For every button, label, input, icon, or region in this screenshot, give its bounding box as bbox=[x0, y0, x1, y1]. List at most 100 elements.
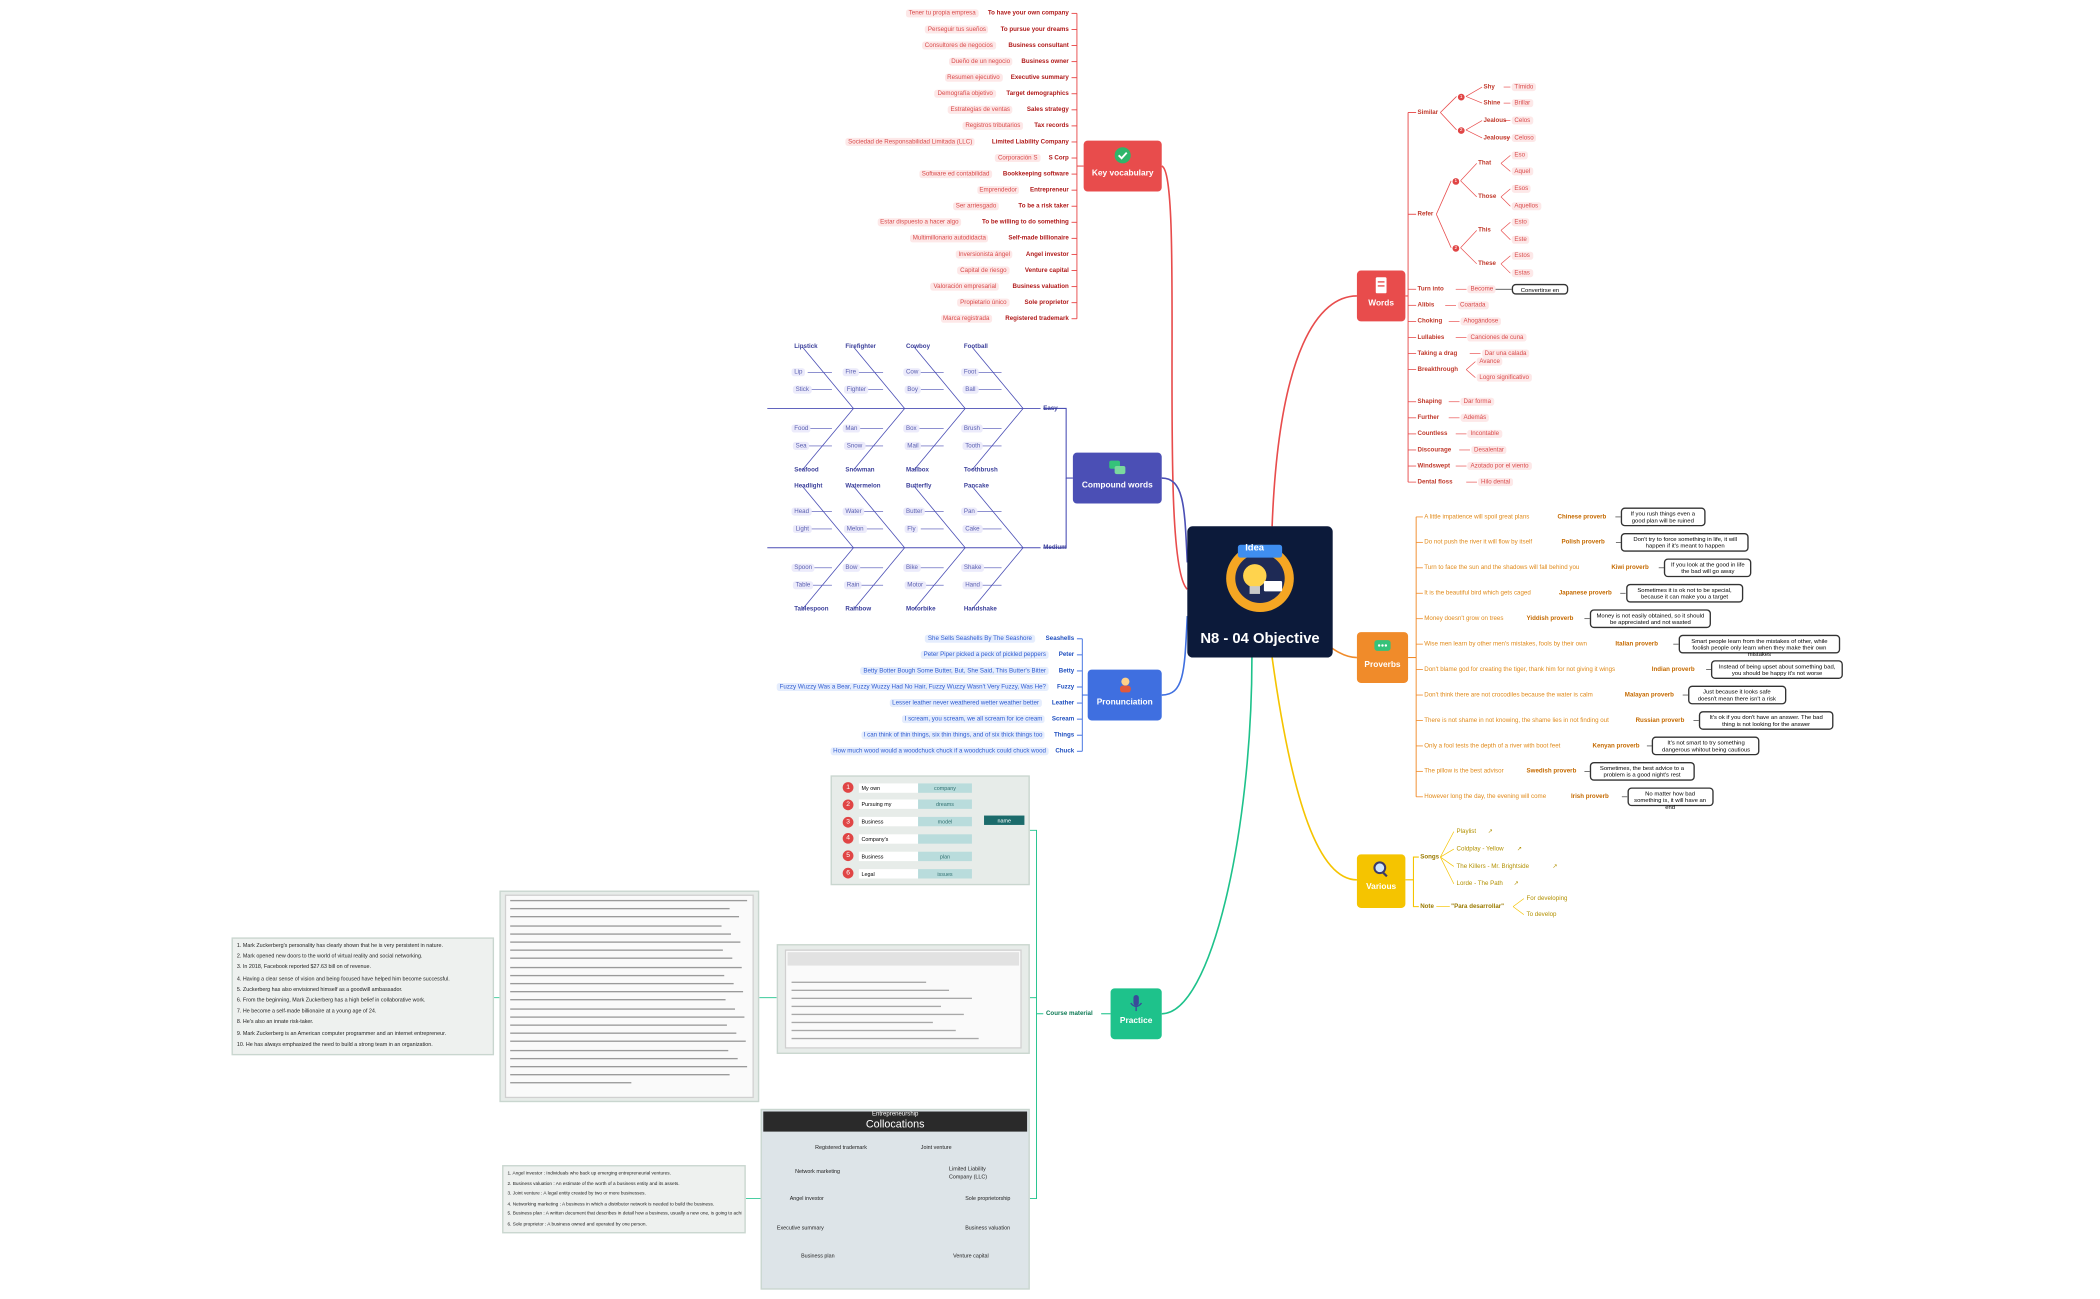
compound-word[interactable]: Headlight bbox=[794, 482, 823, 489]
word-term[interactable]: Jealousy bbox=[1483, 133, 1510, 141]
external-link-icon[interactable]: ↗ bbox=[1513, 879, 1519, 887]
compound-word[interactable]: Lipstick bbox=[794, 342, 818, 350]
tongue-twister-label[interactable]: Scream bbox=[1051, 715, 1075, 722]
word-term[interactable]: Shine bbox=[1483, 99, 1501, 106]
vocab-term[interactable]: Entrepreneur bbox=[1029, 186, 1069, 193]
word-term[interactable]: Shaping bbox=[1417, 397, 1442, 405]
vocab-term[interactable]: Sales strategy bbox=[1026, 105, 1069, 113]
compound-word[interactable]: Watermelon bbox=[845, 482, 881, 489]
proverb-meaning-box[interactable]: If you rush things even a good plan will… bbox=[1620, 507, 1705, 527]
tongue-twister-label[interactable]: Leather bbox=[1051, 699, 1075, 706]
vocab-term[interactable]: Venture capital bbox=[1024, 266, 1069, 274]
vocab-term[interactable]: Limited Liability Company bbox=[991, 137, 1069, 145]
external-link-icon[interactable]: ↗ bbox=[1552, 862, 1558, 870]
song-link[interactable]: The Killers - Mr. Brightside bbox=[1456, 862, 1530, 870]
match-right[interactable]: dreams bbox=[918, 799, 972, 810]
tongue-twister-label[interactable]: Fuzzy bbox=[1057, 682, 1075, 690]
match-right[interactable] bbox=[918, 834, 972, 844]
song-link[interactable]: Coldplay - Yellow bbox=[1456, 845, 1504, 852]
proverb-meaning-box[interactable]: Don't try to force something in life, it… bbox=[1621, 532, 1750, 552]
compound-words-node[interactable]: Compound words bbox=[1072, 452, 1162, 504]
proverb-meaning-box[interactable]: It's ok if you don't have an answer. The… bbox=[1698, 711, 1834, 730]
key-vocabulary-node[interactable]: Key vocabulary bbox=[1083, 140, 1162, 192]
match-right[interactable]: company bbox=[918, 782, 972, 793]
word-term[interactable]: These bbox=[1478, 259, 1496, 267]
proverb-meaning-box[interactable]: Smart people learn from the mistakes of … bbox=[1678, 634, 1841, 658]
similar-label[interactable]: Similar bbox=[1417, 108, 1439, 116]
compound-word[interactable]: Cowboy bbox=[905, 342, 931, 350]
proverb-origin[interactable]: Chinese proverb bbox=[1557, 512, 1607, 520]
vocab-term[interactable]: S Corp bbox=[1048, 154, 1069, 161]
word-note-box[interactable]: Convertirse en bbox=[1511, 283, 1569, 295]
vocab-term[interactable]: Bookkeeping software bbox=[1002, 170, 1069, 177]
vocab-term[interactable]: Business valuation bbox=[1012, 282, 1069, 290]
song-link[interactable]: Playlist bbox=[1456, 827, 1477, 835]
various-node[interactable]: Various bbox=[1356, 854, 1406, 908]
word-term[interactable]: Turn into bbox=[1417, 285, 1444, 292]
difficulty-medium[interactable]: Medium bbox=[1043, 543, 1067, 551]
pronunciation-node[interactable]: Pronunciation bbox=[1087, 669, 1162, 721]
tongue-twister-label[interactable]: Seashells bbox=[1045, 634, 1075, 642]
words-node[interactable]: Words bbox=[1356, 270, 1406, 322]
song-link[interactable]: Lorde - The Path bbox=[1456, 879, 1503, 887]
compound-word[interactable]: Tablespoon bbox=[794, 605, 829, 613]
songs-label[interactable]: Songs bbox=[1420, 853, 1440, 860]
vocab-term[interactable]: Business consultant bbox=[1008, 41, 1069, 49]
compound-word[interactable]: Handshake bbox=[963, 605, 997, 613]
vocab-term[interactable]: Business owner bbox=[1021, 57, 1069, 65]
word-term[interactable]: Shy bbox=[1483, 83, 1495, 90]
central-topic[interactable]: Idea N8 - 04 Objective bbox=[1187, 526, 1333, 658]
word-term[interactable]: Alibis bbox=[1417, 301, 1435, 309]
vocab-term[interactable]: Self-made billionaire bbox=[1008, 234, 1069, 242]
proverb-meaning-box[interactable]: It's not smart to try something dangerou… bbox=[1652, 736, 1760, 756]
proverb-origin[interactable]: Russian proverb bbox=[1635, 716, 1685, 724]
external-link-icon[interactable]: ↗ bbox=[1516, 845, 1523, 852]
word-term[interactable]: Dental floss bbox=[1417, 478, 1453, 485]
compound-word[interactable]: Football bbox=[963, 342, 988, 350]
compound-word[interactable]: Mailbox bbox=[905, 466, 929, 473]
tongue-twister-label[interactable]: Chuck bbox=[1055, 747, 1075, 754]
practice-node[interactable]: Practice bbox=[1110, 988, 1162, 1040]
proverb-origin[interactable]: Kiwi proverb bbox=[1611, 563, 1649, 571]
refer-label[interactable]: Refer bbox=[1417, 210, 1434, 217]
proverbs-node[interactable]: Proverbs bbox=[1356, 632, 1409, 683]
vocab-term[interactable]: Angel investor bbox=[1025, 250, 1069, 258]
vocab-term[interactable]: Registered trademark bbox=[1005, 314, 1069, 322]
word-term[interactable]: Countless bbox=[1417, 429, 1448, 437]
vocab-term[interactable]: Target demographics bbox=[1006, 89, 1069, 97]
proverb-meaning-box[interactable]: Sometimes it is ok not to be special, be… bbox=[1625, 583, 1744, 603]
external-link-icon[interactable]: ↗ bbox=[1487, 827, 1493, 835]
proverb-origin[interactable]: Swedish proverb bbox=[1526, 767, 1577, 775]
tongue-twister-label[interactable]: Peter bbox=[1058, 650, 1075, 658]
proverb-origin[interactable]: Malayan proverb bbox=[1624, 691, 1674, 698]
proverb-origin[interactable]: Indian proverb bbox=[1651, 665, 1695, 673]
tongue-twister-label[interactable]: Things bbox=[1053, 731, 1075, 738]
word-term[interactable]: Choking bbox=[1417, 317, 1443, 325]
proverb-meaning-box[interactable]: Just because it looks safe doesn't mean … bbox=[1688, 685, 1786, 705]
vocab-term[interactable]: To have your own company bbox=[987, 9, 1069, 17]
tongue-twister-label[interactable]: Betty bbox=[1058, 666, 1075, 674]
word-term[interactable]: Taking a drag bbox=[1417, 349, 1458, 357]
compound-word[interactable]: Seafood bbox=[794, 466, 819, 473]
vocab-term[interactable]: To pursue your dreams bbox=[1000, 25, 1069, 33]
word-term[interactable]: Jealous bbox=[1483, 116, 1507, 124]
word-term[interactable]: Breakthrough bbox=[1417, 365, 1459, 373]
proverb-origin[interactable]: Kenyan proverb bbox=[1592, 741, 1640, 749]
proverb-origin[interactable]: Irish proverb bbox=[1570, 792, 1609, 800]
difficulty-easy[interactable]: Easy bbox=[1043, 404, 1058, 412]
vocab-term[interactable]: Tax records bbox=[1034, 121, 1069, 129]
compound-word[interactable]: Motorbike bbox=[905, 605, 936, 613]
compound-word[interactable]: Snowman bbox=[845, 466, 875, 473]
proverb-meaning-box[interactable]: No matter how bad something is, it will … bbox=[1627, 787, 1714, 811]
compound-word[interactable]: Pancake bbox=[963, 482, 989, 489]
course-material-label[interactable]: Course material bbox=[1045, 1009, 1093, 1017]
proverb-meaning-box[interactable]: Money is not easily obtained, so it shou… bbox=[1589, 609, 1711, 629]
word-term[interactable]: That bbox=[1478, 159, 1492, 167]
proverb-meaning-box[interactable]: Sometimes, the best advice to a problem … bbox=[1589, 761, 1695, 781]
proverb-origin[interactable]: Polish proverb bbox=[1561, 538, 1605, 546]
proverb-meaning-box[interactable]: Instead of being upset about something b… bbox=[1711, 660, 1843, 679]
vocab-term[interactable]: Executive summary bbox=[1010, 73, 1069, 81]
word-term[interactable]: This bbox=[1478, 226, 1491, 234]
word-term[interactable]: Further bbox=[1417, 413, 1440, 421]
proverb-origin[interactable]: Italian proverb bbox=[1615, 640, 1658, 647]
